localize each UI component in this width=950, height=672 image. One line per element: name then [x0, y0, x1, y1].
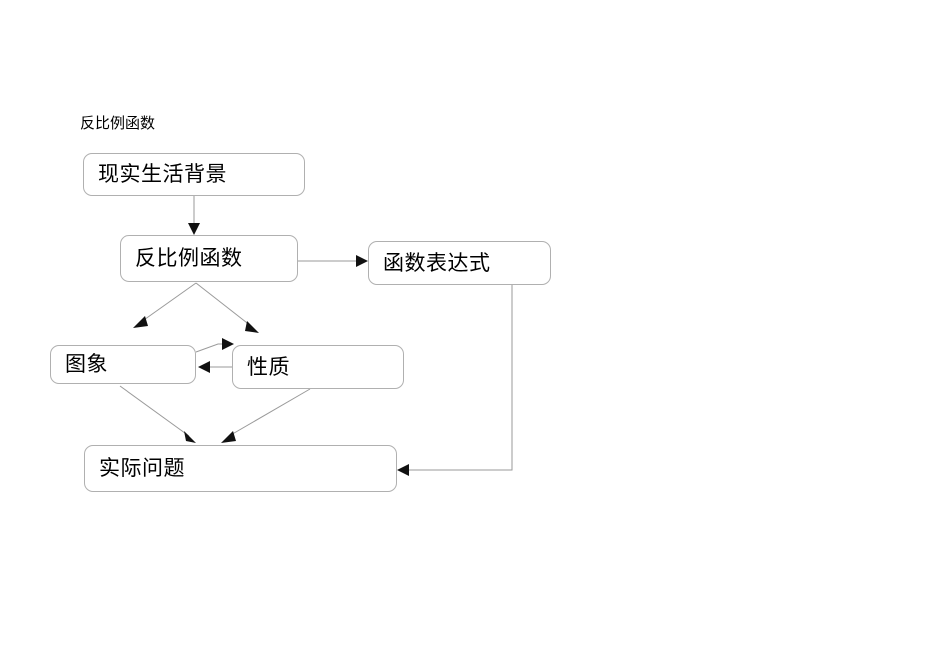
edge-graph-to-property [195, 338, 234, 353]
node-graph[interactable]: 图象 [50, 345, 196, 384]
edge-property-to-graph [198, 361, 232, 373]
page-title: 反比例函数 [80, 114, 156, 132]
edge-inverse-to-expression [298, 255, 368, 267]
node-label: 实际问题 [99, 456, 185, 480]
edge-inverse-to-graph [133, 282, 197, 328]
node-label: 函数表达式 [383, 250, 491, 275]
edge-expression-to-problem [397, 285, 513, 476]
edge-background-to-inverse [188, 196, 200, 235]
edge-property-to-problem [221, 388, 311, 443]
node-label: 图象 [65, 352, 108, 376]
node-label: 性质 [247, 354, 290, 379]
node-inverse-proportional-function[interactable]: 反比例函数 [120, 235, 298, 282]
node-label: 反比例函数 [135, 246, 243, 270]
node-property[interactable]: 性质 [232, 345, 404, 389]
node-function-expression[interactable]: 函数表达式 [368, 241, 551, 285]
edge-inverse-to-property [195, 282, 259, 333]
node-real-life-background[interactable]: 现实生活背景 [83, 153, 305, 196]
node-label: 现实生活背景 [98, 162, 227, 186]
node-practical-problem[interactable]: 实际问题 [84, 445, 397, 492]
edge-graph-to-problem [119, 385, 196, 443]
